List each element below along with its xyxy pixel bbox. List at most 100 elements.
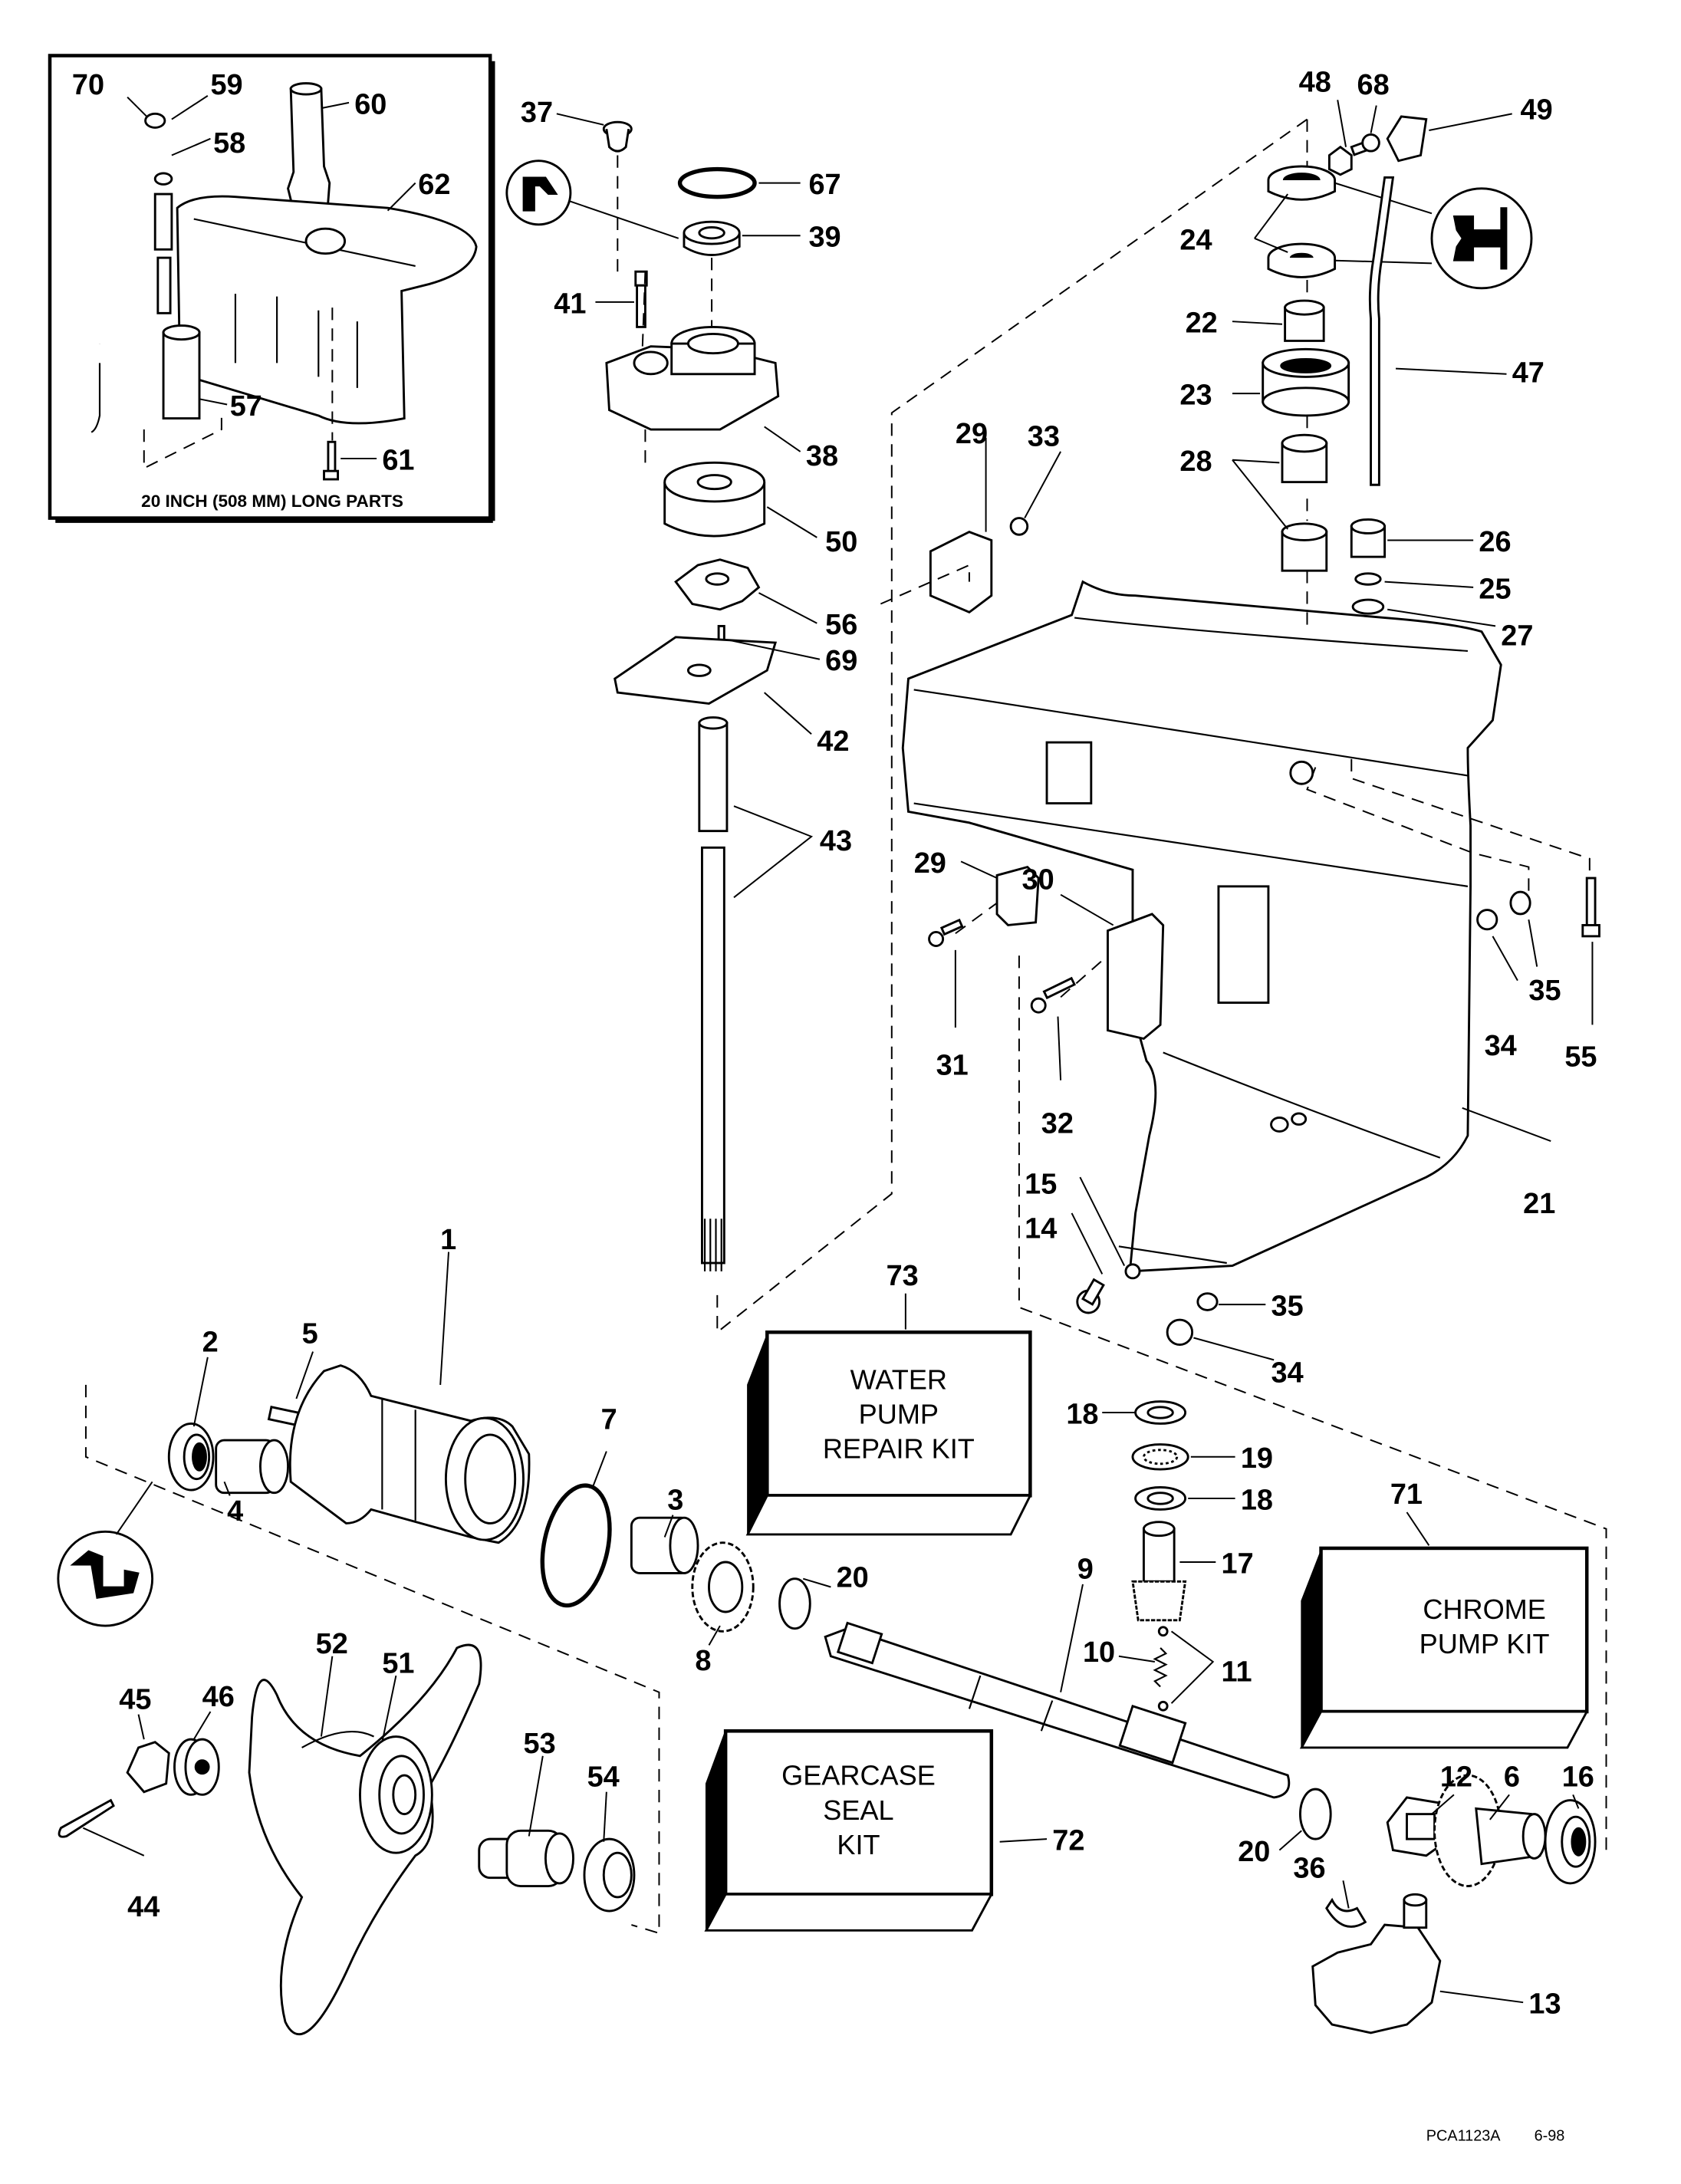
callout-8: 8 xyxy=(695,1645,711,1677)
bearing-stack-right: 48 68 49 24 22 23 28 47 26 25 27 xyxy=(1179,66,1552,652)
callout-29-lower: 29 xyxy=(914,847,946,880)
kit-gearcase-seal: GEARCASE SEAL KIT 72 xyxy=(704,1729,1084,1932)
water-pump-assembly: 37 67 39 41 38 50 56 69 42 43 xyxy=(505,97,857,1271)
part-53-hub xyxy=(478,1829,574,1887)
callout-52: 52 xyxy=(316,1628,348,1660)
part-11-ball-top xyxy=(1157,1626,1169,1637)
callout-18-bottom: 18 xyxy=(1241,1484,1273,1516)
callout-6: 6 xyxy=(1504,1761,1520,1794)
callout-58: 58 xyxy=(213,127,245,160)
callout-34-upper: 34 xyxy=(1485,1030,1517,1062)
part-35-seal-upper xyxy=(1509,890,1531,916)
part-21-gearcase-housing xyxy=(901,580,1591,1273)
callout-29-upper: 29 xyxy=(956,418,988,450)
housing-fasteners: 29 33 29 30 31 32 34 35 55 21 15 14 35 3… xyxy=(880,418,1600,1389)
part-29-anode-upper xyxy=(929,531,993,614)
callout-59: 59 xyxy=(210,69,242,101)
kit-gearcase-seal-line3: KIT xyxy=(837,1829,880,1860)
callout-12: 12 xyxy=(1440,1761,1472,1794)
part-58-fitting xyxy=(153,192,173,314)
kit-water-pump-line1: WATER xyxy=(850,1363,947,1395)
callout-39: 39 xyxy=(808,222,840,254)
part-49-bracket xyxy=(1386,115,1428,163)
seal-symbol-icon-left xyxy=(57,1481,154,1627)
callout-41: 41 xyxy=(554,288,586,320)
part-35-seal-lower xyxy=(1196,1292,1219,1311)
callout-69: 69 xyxy=(825,645,857,677)
callout-4: 4 xyxy=(227,1495,243,1528)
part-57-sleeve xyxy=(162,324,201,420)
part-33-nut xyxy=(1009,517,1029,536)
part-34-plug-lower xyxy=(1166,1318,1194,1346)
part-6-gear xyxy=(1433,1774,1547,1887)
part-8-gear xyxy=(691,1541,755,1633)
callout-22: 22 xyxy=(1186,308,1218,340)
callout-31: 31 xyxy=(936,1049,969,1081)
kit-chrome-pump-line2: PUMP KIT xyxy=(1419,1628,1550,1659)
callout-61: 61 xyxy=(382,444,414,476)
part-17-pinion xyxy=(1131,1521,1187,1622)
kit-water-pump-line3: REPAIR KIT xyxy=(823,1433,975,1465)
part-20-washer-right xyxy=(1299,1788,1332,1840)
callout-60: 60 xyxy=(354,88,387,120)
part-62-extension-housing xyxy=(176,195,478,425)
part-10-spring xyxy=(1153,1647,1168,1688)
callout-34-lower: 34 xyxy=(1271,1357,1304,1389)
kit-water-pump: 73 WATER PUMP REPAIR KIT xyxy=(745,1260,1032,1536)
part-19-thrust-bearing xyxy=(1131,1443,1189,1471)
callout-42: 42 xyxy=(817,725,849,758)
part-34-plug-upper xyxy=(1476,909,1498,931)
seal-symbol-icon xyxy=(505,160,679,239)
assembly-outline-left xyxy=(716,118,1308,1334)
part-55-screw xyxy=(1581,877,1600,938)
assembly-outline-right xyxy=(1018,956,1607,1856)
part-43-driveshaft xyxy=(698,716,729,1271)
kit-chrome-pump-line1: CHROME xyxy=(1423,1594,1545,1625)
callout-38: 38 xyxy=(806,440,838,472)
callout-10: 10 xyxy=(1083,1636,1115,1669)
part-37-plug xyxy=(602,120,633,153)
callout-11: 11 xyxy=(1222,1656,1252,1688)
callout-24: 24 xyxy=(1179,224,1212,256)
inset-caption: 20 INCH (508 MM) LONG PARTS xyxy=(141,492,403,511)
callout-49: 49 xyxy=(1521,94,1553,127)
part-51-propeller xyxy=(248,1643,482,2036)
part-59-oring xyxy=(153,172,173,186)
callout-32: 32 xyxy=(1041,1107,1074,1140)
callout-20-right: 20 xyxy=(1238,1836,1270,1868)
callout-36: 36 xyxy=(1293,1853,1325,1885)
seal-symbol-icon-right xyxy=(1334,182,1533,290)
part-16-bearing xyxy=(1544,1799,1597,1885)
callout-67: 67 xyxy=(808,169,840,201)
kit-water-pump-line2: PUMP xyxy=(859,1398,939,1429)
callout-72: 72 xyxy=(1052,1825,1084,1857)
part-68-washer xyxy=(1361,133,1380,153)
bearing-housing-assembly: 2 5 1 4 7 3 8 20 xyxy=(57,1224,869,1677)
part-7-oring xyxy=(540,1483,612,1608)
part-42-plate xyxy=(614,636,778,706)
callout-19: 19 xyxy=(1241,1442,1273,1475)
part-29-anode-lower xyxy=(995,865,1040,926)
footer: PCA1123A 6-98 xyxy=(1426,2128,1565,2145)
callout-1: 1 xyxy=(440,1224,456,1256)
callout-33: 33 xyxy=(1028,421,1060,453)
part-46-spacer xyxy=(173,1738,220,1796)
callout-9: 9 xyxy=(1077,1554,1094,1586)
part-70-tube xyxy=(90,112,166,433)
callout-70: 70 xyxy=(72,69,104,101)
part-61-screw xyxy=(323,440,340,481)
part-54-thrust-washer xyxy=(583,1837,636,1913)
part-9-propeller-shaft xyxy=(824,1621,1291,1799)
part-4-bearing xyxy=(215,1439,290,1495)
callout-18-top: 18 xyxy=(1066,1398,1098,1430)
part-44-cotter-pin xyxy=(58,1798,115,1838)
callout-57: 57 xyxy=(230,390,262,423)
part-45-nut xyxy=(126,1741,170,1794)
callout-14: 14 xyxy=(1025,1212,1057,1245)
callout-17: 17 xyxy=(1222,1548,1254,1580)
callout-44: 44 xyxy=(127,1891,160,1923)
callout-25: 25 xyxy=(1479,573,1511,605)
part-32-screw xyxy=(1030,976,1077,1014)
footer-date: 6-98 xyxy=(1535,2128,1565,2145)
